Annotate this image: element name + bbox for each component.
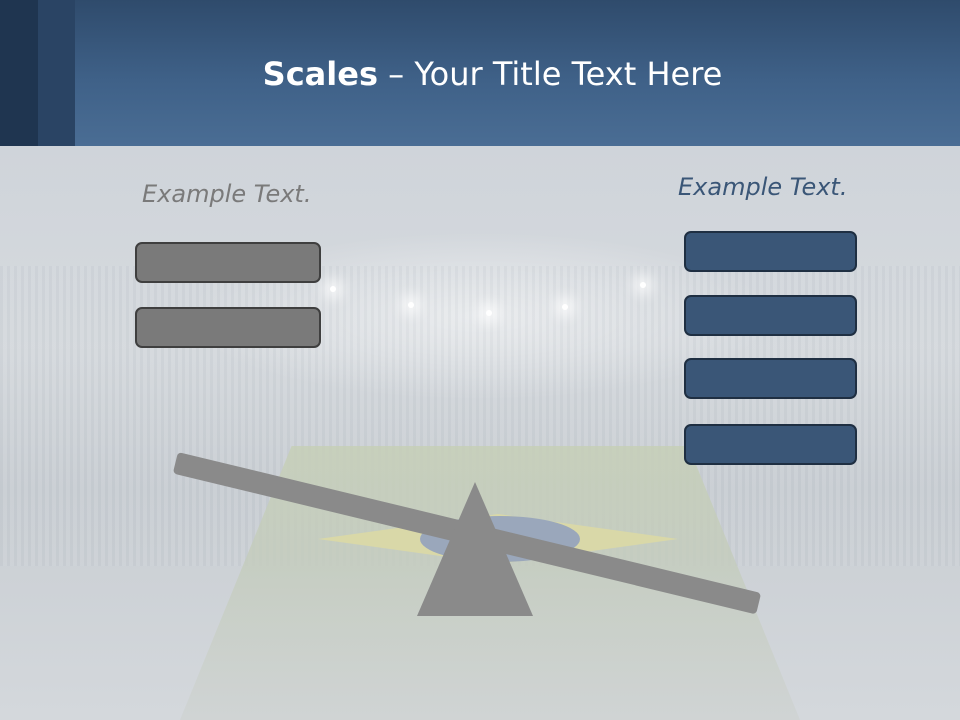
right-box-3	[684, 358, 857, 399]
header-accent-strip	[0, 0, 38, 146]
title-rest-part: – Your Title Text Here	[377, 55, 723, 93]
title-bold-part: Scales	[262, 55, 378, 93]
stadium-light	[640, 282, 646, 288]
right-box-2	[684, 295, 857, 336]
left-example-text: Example Text.	[142, 180, 312, 208]
right-example-text: Example Text.	[678, 173, 848, 201]
header-accent-strip	[38, 0, 75, 146]
title-bar: Scales – Your Title Text Here	[0, 0, 960, 146]
stadium-light	[330, 286, 336, 292]
stadium-light	[562, 304, 568, 310]
right-box-4	[684, 424, 857, 465]
stadium-light	[408, 302, 414, 308]
slide-title: Scales – Your Title Text Here	[75, 52, 910, 96]
right-box-1	[684, 231, 857, 272]
left-box-1	[135, 242, 321, 283]
left-box-2	[135, 307, 321, 348]
stadium-light	[486, 310, 492, 316]
